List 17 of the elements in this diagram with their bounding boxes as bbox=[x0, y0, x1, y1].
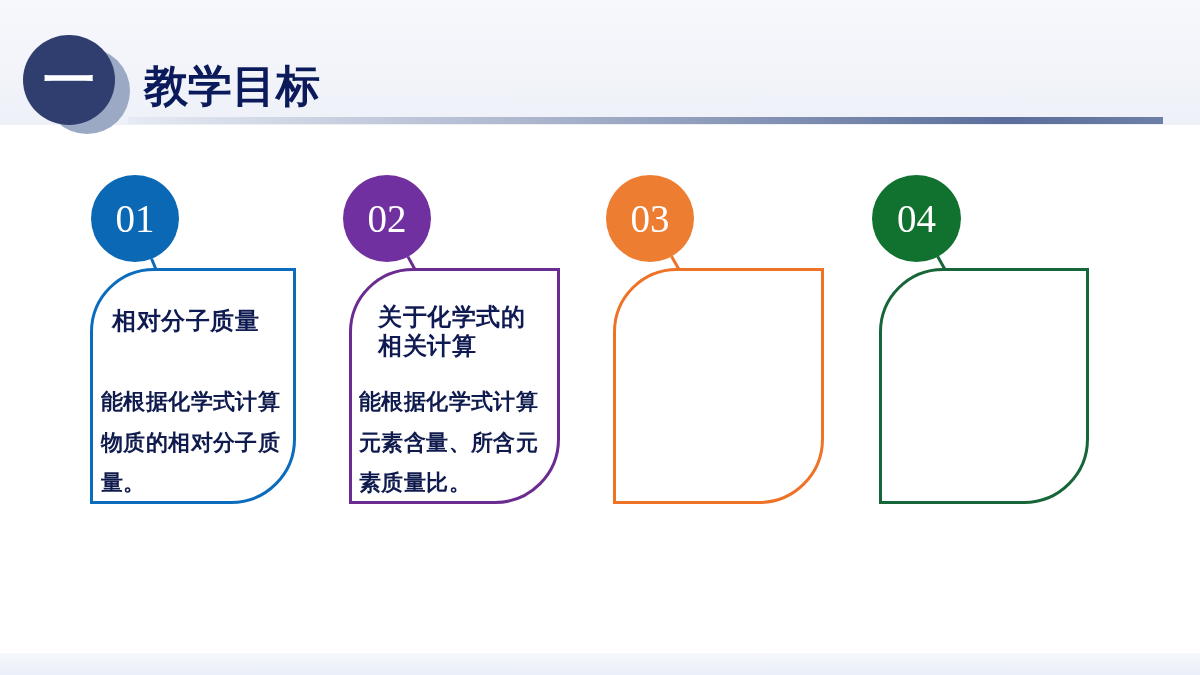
card-text: 能根据化学式计算物质的相对分子质量。 bbox=[101, 388, 282, 497]
rounded-box bbox=[349, 268, 560, 504]
number-circle: 03 bbox=[606, 175, 694, 262]
number-circle: 01 bbox=[91, 175, 179, 262]
number-circle: 04 bbox=[872, 175, 961, 262]
number-circle: 02 bbox=[343, 175, 431, 262]
card-text: 能根据化学式计算元素含量、所含元素质量比。 bbox=[359, 388, 540, 497]
connector-line bbox=[406, 255, 417, 271]
connector-line bbox=[150, 258, 158, 271]
title: 教学目标 bbox=[144, 60, 320, 112]
card-heading: 相对分子质量 bbox=[112, 306, 260, 335]
rounded-box bbox=[879, 268, 1089, 504]
connector-line bbox=[670, 255, 681, 271]
rounded-box bbox=[613, 268, 824, 504]
rounded-box bbox=[90, 268, 296, 504]
card-heading: 关于化学式的相关计算 bbox=[378, 302, 526, 360]
connector-line bbox=[936, 255, 947, 271]
